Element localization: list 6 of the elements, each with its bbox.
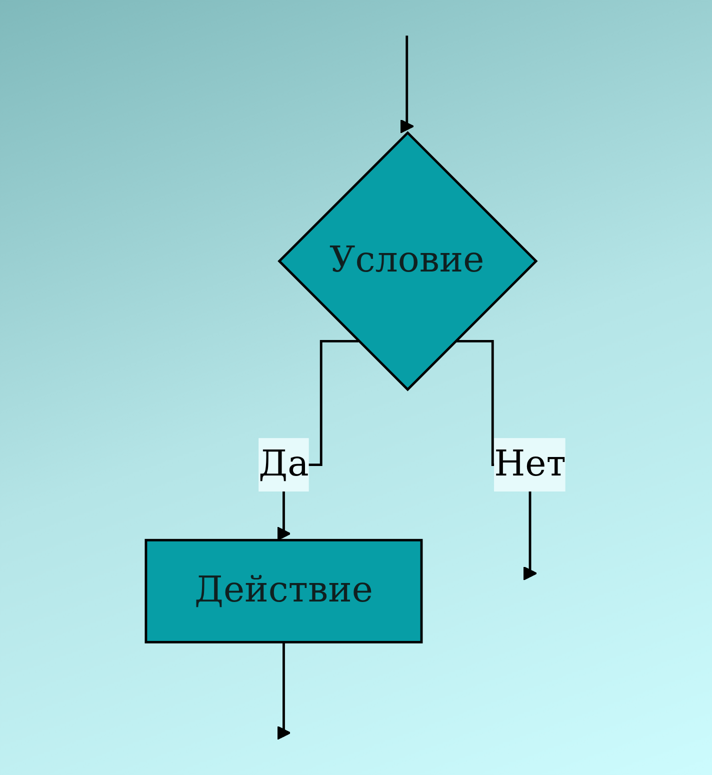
edge-label: Нет <box>494 438 566 492</box>
arrow <box>400 34 414 134</box>
process-box: Действие <box>144 538 423 644</box>
decision-diamond: Условие <box>278 131 538 392</box>
arrow <box>276 640 291 740</box>
edge-label: Да <box>258 438 309 492</box>
